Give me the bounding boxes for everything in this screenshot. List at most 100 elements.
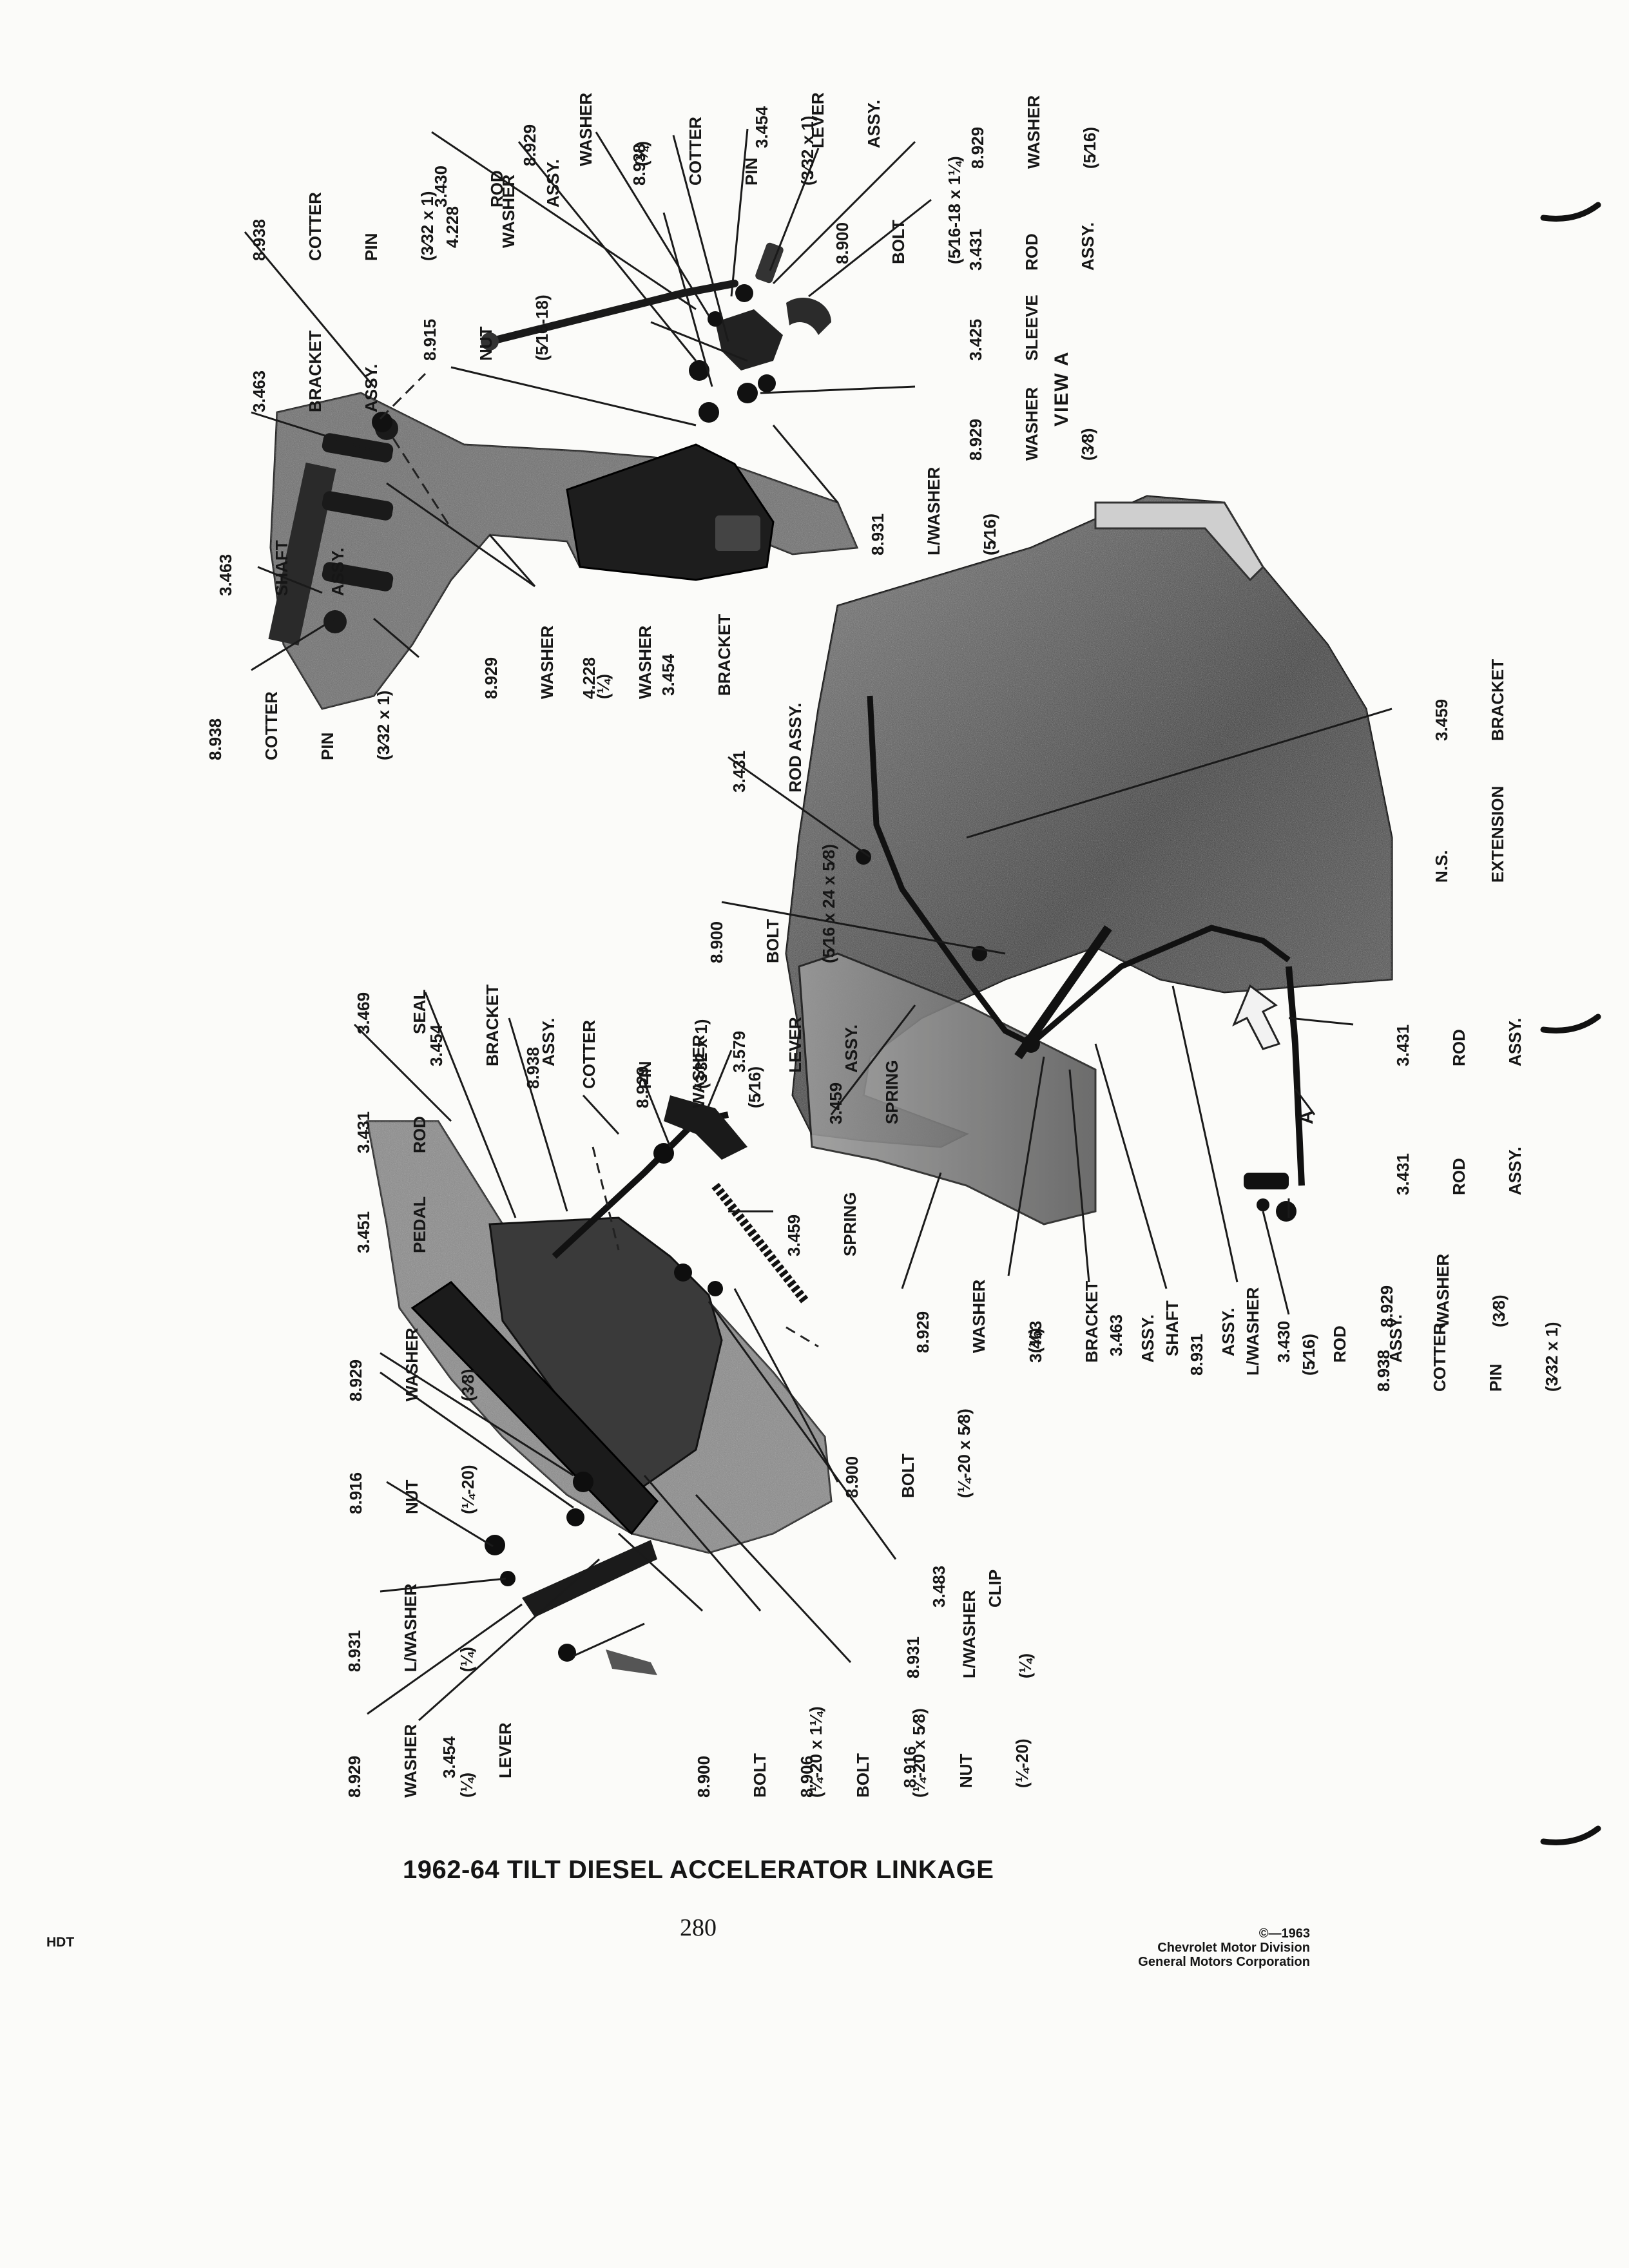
part-name: WASHER [1433,1253,1452,1327]
part-number: 3.425 [966,318,985,361]
part-name: L/WASHER [924,466,943,555]
part-number: 8.900 [707,921,726,963]
callout-pedal-pedal-3451: 3.451 PEDAL [317,1196,448,1253]
part-name: LEVER [786,1017,805,1073]
callout-engine-bolt-8900: 8.900 BOLT (5⁄16 x 24 x 5⁄8) [670,844,857,963]
part-number: 8.906 [797,1755,816,1798]
part-name: BRACKET [1488,658,1507,741]
callout-pedal-spring-3459: 3.459 SPRING [747,1192,878,1256]
part-size: ASSY. [1505,1017,1525,1066]
pedal-3451 [410,1281,659,1535]
part-number: 8.929 [913,1311,932,1353]
part-name: ROD [1449,1158,1469,1195]
part-number: 3.459 [1432,698,1451,741]
part-size: (5⁄16) [1080,126,1099,169]
part-name: BOLT [898,1454,918,1498]
part-name: COTTER [686,117,705,186]
part-number: 3.463 [216,553,235,596]
part-number: 8.929 [966,418,985,461]
part-number: 8.916 [900,1745,920,1788]
part-number: 8.929 [481,657,501,699]
part-number: 8.938 [249,218,269,261]
part-name: WASHER [969,1279,988,1353]
leader-lines [244,128,1393,1722]
part-name: WASHER [499,174,518,248]
callout-view-a-lwasher-8931: 8.931 L/WASHER (5⁄16) [831,467,1018,555]
view-a-rod-3430 [486,280,738,345]
part-name: L/WASHER [959,1590,979,1678]
callout-view-a-nut-8915: 8.915 NUT (5⁄16-18) [383,294,570,361]
part-name: BRACKET [305,330,325,412]
part-number: 3.451 [354,1211,373,1253]
pedal-dash-lines [592,1146,819,1348]
part-size: (5⁄16-18) [532,294,552,361]
part-number: 3.459 [784,1214,804,1256]
part-name-2: PIN [318,732,337,760]
part-number: 3.454 [659,653,678,696]
callout-pedal-lever-3454: 3.454 LEVER [403,1722,534,1778]
part-number: 3.579 [729,1030,749,1073]
part-number: 8.900 [833,222,852,264]
callout-engine-rod-3431-right: 3.431 ROD ASSY. [1356,1018,1543,1066]
part-number: 3.469 [354,992,373,1034]
view-a-rod-end [481,332,499,351]
part-size: ASSY. [361,363,381,412]
part-number: N.S. [1432,850,1451,883]
callout-pedal-nut-8916-top: 8.916 NUT (¼-20) [309,1465,496,1514]
part-size: ASSY. [1219,1307,1238,1356]
pedal-lever-3579 [664,1095,747,1160]
part-name: L/WASHER [401,1583,420,1672]
part-name: SPRING [840,1192,860,1256]
part-size: (3⁄32 x 1) [1542,1321,1561,1392]
callout-engine-rod-3431-top: 3.431 ROD ASSY. [693,703,824,793]
engine-frame-rail [1094,501,1264,582]
part-size: (3⁄32 x 1) [418,191,437,261]
pedal-linkage-end [606,1649,657,1675]
part-size: ASSY. [1386,1314,1405,1363]
callout-view-a-cotter-8938-left: 8.938 COTTER PIN (3⁄32 x 1) [213,191,456,261]
part-name: BRACKET [1082,1280,1101,1363]
copyright-line-3: General Motors Corporation [1138,1955,1310,1969]
part-number: 8.900 [842,1456,862,1498]
view-a-bracket-slot [715,515,760,551]
part-number: 8.938 [523,1046,543,1089]
part-number: 3.431 [966,228,985,271]
part-name: BOLT [763,919,782,963]
part-size: (¼-20) [458,1465,477,1514]
part-size: ASSY. [842,1024,861,1073]
callout-view-a-bracket-3463: 3.463 BRACKET ASSY. [213,331,400,412]
part-name: NUT [956,1753,976,1788]
part-size: (¼) [1025,1328,1045,1353]
pedal-fasteners [485,1143,723,1662]
pedal-spring-3459 [711,1182,809,1305]
callout-engine-extension: N.S. EXTENSION [1395,786,1526,883]
part-size: (5⁄16 x 24 x 5⁄8) [819,843,838,963]
engine-rod-3431 [867,695,1033,1047]
view-a-drawing [268,242,859,710]
part-number: 3.431 [729,750,749,793]
callout-pedal-bolt-8900-right: 8.900 BOLT (¼-20 x 5⁄8) [805,1408,992,1498]
part-name: COTTER [305,192,325,261]
part-number: 3.454 [439,1736,459,1778]
callout-engine-rod-3431-mid: 3.431 ROD ASSY. [1356,1147,1543,1195]
part-size: (5⁄16) [980,513,999,555]
part-number: 8.931 [345,1629,364,1672]
part-name: ROD [410,1116,429,1153]
pedal-bracket-3454 [488,1216,723,1496]
view-a-shaft [268,462,336,646]
engine-view-drawing [785,495,1393,1225]
view-a-title: VIEW A [1051,351,1072,427]
part-number: 8.938 [206,718,225,760]
part-number: 8.931 [868,513,887,555]
part-size: ASSY. [543,159,563,207]
part-name: LEVER [496,1722,515,1778]
part-size: (¼-20) [1012,1738,1032,1788]
part-name: ROD ASSY. [786,702,805,793]
part-number: 8.900 [694,1755,713,1798]
part-number: 8.929 [346,1359,365,1401]
part-name: WASHER [1024,95,1043,169]
callout-pedal-rod-3431: 3.431 ROD [317,1111,448,1153]
part-size: ASSY. [328,547,347,596]
part-name: LEVER [808,92,827,148]
